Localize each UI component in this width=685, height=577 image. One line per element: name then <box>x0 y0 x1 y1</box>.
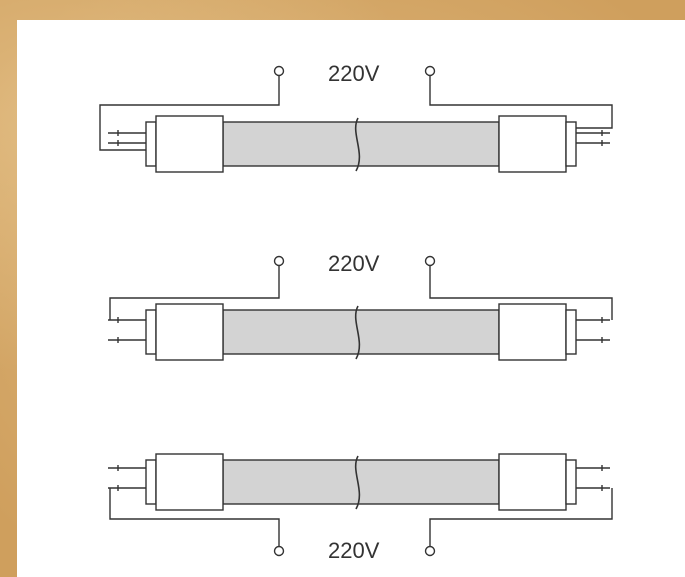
terminal-right <box>424 255 436 267</box>
end-cap-right <box>498 115 577 173</box>
tube-body <box>222 459 500 505</box>
pins-left <box>108 130 146 146</box>
terminal-right <box>424 65 436 77</box>
wiring-diagram-3: 220V <box>108 453 613 563</box>
tube-2 <box>108 303 610 361</box>
voltage-label-2: 220V <box>328 251 380 276</box>
wiring-diagram-2: 220V <box>108 251 613 361</box>
terminal-left <box>273 255 285 267</box>
end-cap-right <box>498 303 577 361</box>
pins-left <box>108 317 146 343</box>
pins-right <box>576 465 610 491</box>
wiring-2 <box>109 255 613 320</box>
terminal-right <box>424 545 436 557</box>
pins-right <box>576 130 610 146</box>
pins-left <box>108 465 146 491</box>
terminal-left <box>273 65 285 77</box>
tube-body <box>222 309 500 355</box>
pins-right <box>576 317 610 343</box>
break-mark <box>354 455 361 510</box>
wiring-1 <box>99 65 613 151</box>
wiring-diagram-1: 220V <box>99 61 613 173</box>
end-cap-right <box>498 453 577 511</box>
end-cap-left <box>145 115 224 173</box>
voltage-label-3: 220V <box>328 538 380 563</box>
break-mark <box>354 117 361 172</box>
terminal-left <box>273 545 285 557</box>
tube-1 <box>108 115 610 173</box>
end-cap-left <box>145 303 224 361</box>
break-mark <box>354 305 361 360</box>
voltage-label-1: 220V <box>328 61 380 86</box>
wiring-3 <box>109 488 613 557</box>
end-cap-left <box>145 453 224 511</box>
tube-body <box>222 121 500 167</box>
tube-3 <box>108 453 610 511</box>
